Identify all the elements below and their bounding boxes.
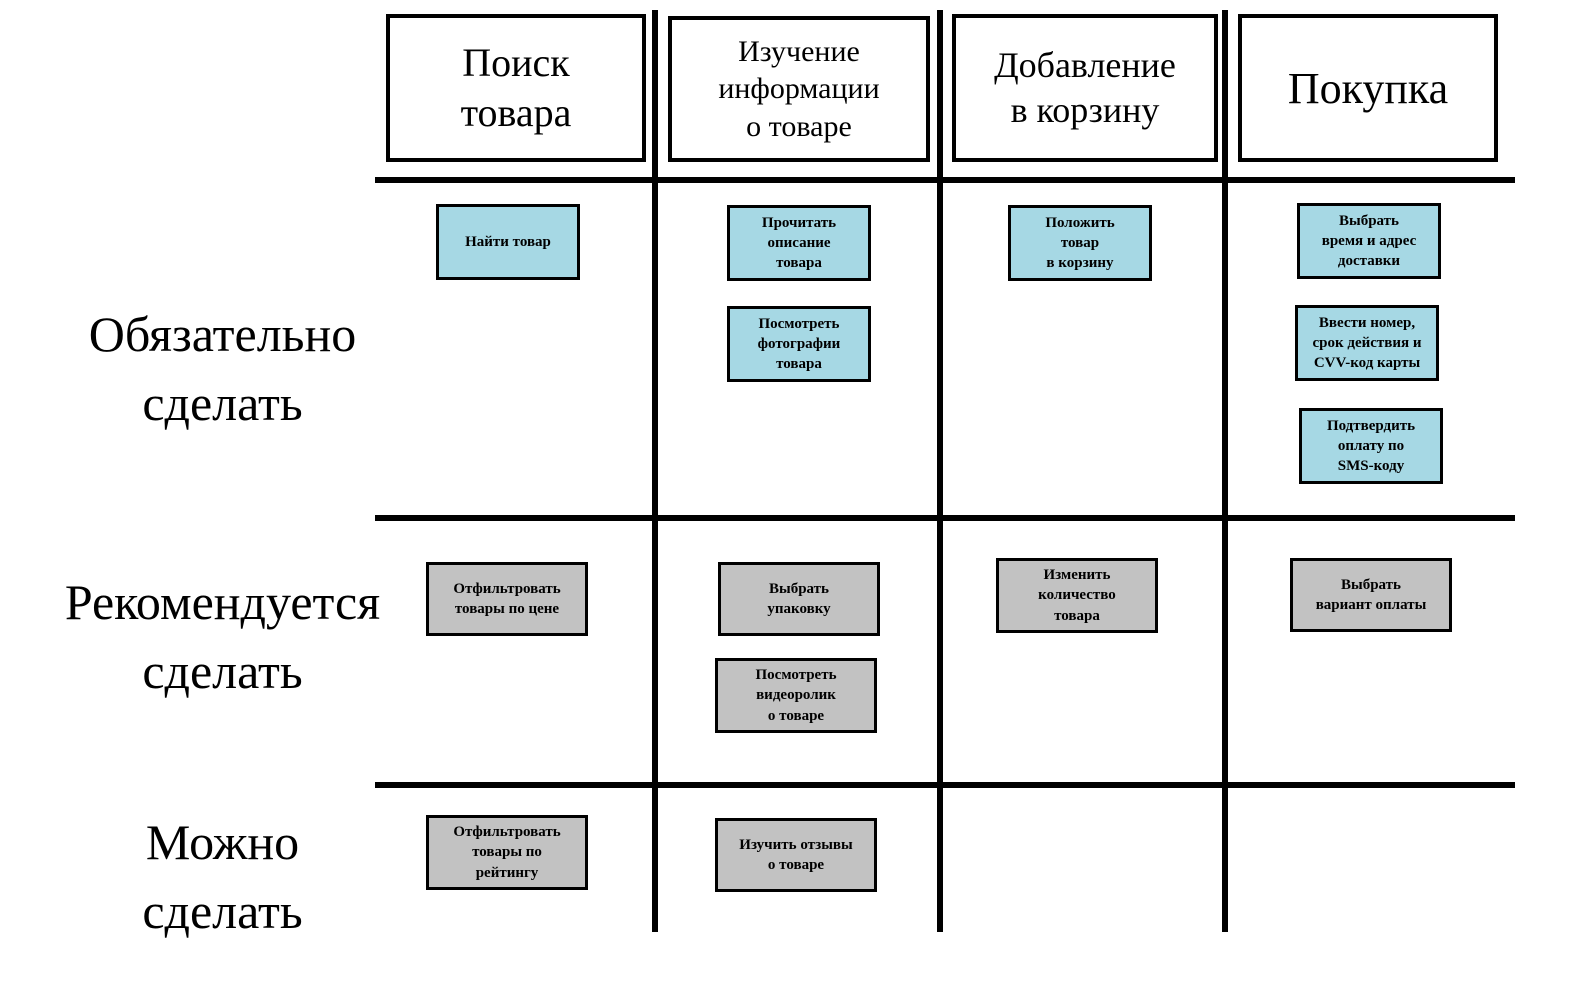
row-label-recommended-do: Рекомендуется сделать: [64, 574, 381, 699]
row-divider-header: [375, 177, 1515, 183]
task-card: Выбрать вариант оплаты: [1290, 558, 1452, 632]
row-divider-2: [375, 782, 1515, 788]
task-card: Ввести номер, срок действия и CVV-код ка…: [1295, 305, 1439, 381]
task-card: Найти товар: [436, 204, 580, 280]
column-divider-2: [937, 10, 943, 932]
task-card: Посмотреть фотографии товара: [727, 306, 871, 382]
task-card: Посмотреть видеоролик о товаре: [715, 658, 877, 733]
column-header-product-search: Поиск товара: [386, 14, 646, 162]
column-header-purchase: Покупка: [1238, 14, 1498, 162]
task-card: Изменить количество товара: [996, 558, 1158, 633]
task-card: Положить товар в корзину: [1008, 205, 1152, 281]
column-header-add-to-cart: Добавление в корзину: [952, 14, 1218, 162]
column-divider-1: [652, 10, 658, 932]
task-card: Выбрать упаковку: [718, 562, 880, 636]
task-card: Отфильтровать товары по рейтингу: [426, 815, 588, 890]
task-card: Подтвердить оплату по SMS-коду: [1299, 408, 1443, 484]
task-card: Отфильтровать товары по цене: [426, 562, 588, 636]
task-card: Выбрать время и адрес доставки: [1297, 203, 1441, 279]
row-label-must-do: Обязательно сделать: [88, 306, 357, 431]
task-card: Изучить отзывы о товаре: [715, 818, 877, 892]
row-label-can-do: Можно сделать: [142, 814, 303, 939]
column-divider-3: [1222, 10, 1228, 932]
column-header-product-info: Изучение информации о товаре: [668, 16, 930, 162]
row-divider-1: [375, 515, 1515, 521]
task-card: Прочитать описание товара: [727, 205, 871, 281]
